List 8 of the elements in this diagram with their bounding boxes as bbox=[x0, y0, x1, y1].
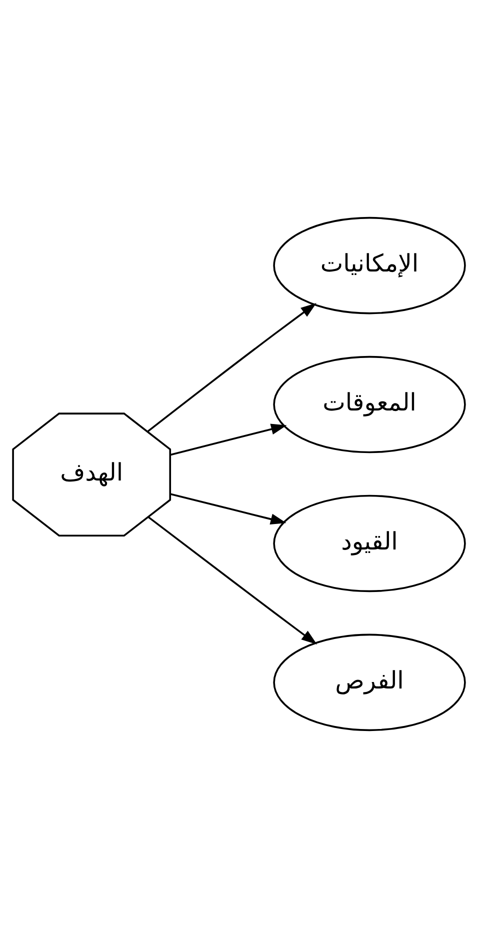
node-ellipse: المعوقات bbox=[273, 356, 466, 454]
arrow bbox=[147, 303, 316, 432]
arrow bbox=[148, 516, 318, 645]
node-ellipse: الإمكانيات bbox=[273, 216, 466, 314]
node-ellipse: القيود bbox=[273, 494, 466, 592]
arrow bbox=[170, 424, 287, 456]
node-ellipse: الفرص bbox=[273, 634, 466, 732]
arrow bbox=[170, 493, 286, 525]
